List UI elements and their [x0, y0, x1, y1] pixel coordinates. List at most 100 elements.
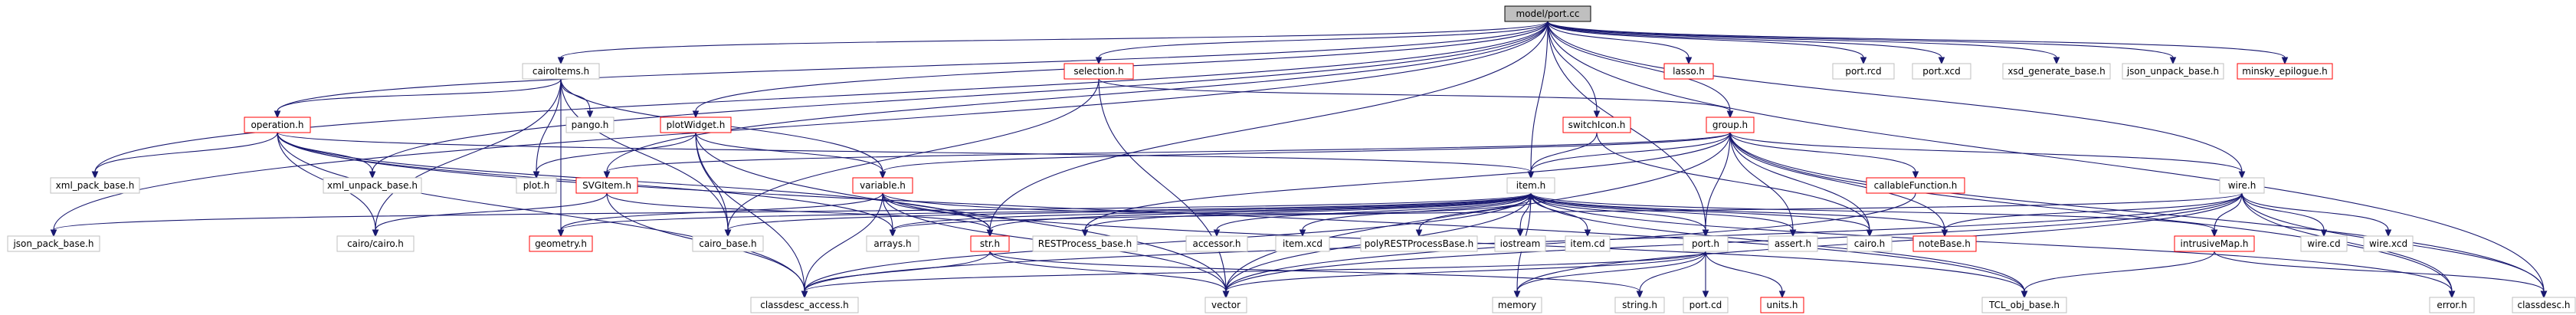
node-label: port.xcd	[1922, 66, 1961, 77]
edge-line	[804, 192, 883, 292]
node-wirexcd[interactable]: wire.xcd	[2363, 235, 2414, 252]
node-box	[866, 235, 919, 252]
node-label: minsky_epilogue.h	[2242, 66, 2328, 77]
node-portcd[interactable]: port.cd	[1683, 297, 1729, 313]
node-stringh[interactable]: string.h	[1614, 297, 1665, 313]
node-restprocess[interactable]: RESTProcess_base.h	[1032, 235, 1138, 252]
node-box	[1185, 235, 1248, 252]
node-cairocairo[interactable]: cairo/cairo.h	[336, 235, 415, 252]
edge-line	[1530, 192, 2453, 292]
node-tclobj[interactable]: TCL_obj_base.h	[1981, 297, 2067, 313]
edge-line	[1639, 251, 1706, 292]
node-errorh[interactable]: error.h	[2429, 297, 2475, 313]
node-notebase[interactable]: noteBase.h	[1912, 235, 1977, 252]
edge-line	[2214, 192, 2243, 231]
node-jsonunpack[interactable]: json_unpack_base.h	[2122, 63, 2224, 80]
node-pango[interactable]: pango.h	[565, 116, 615, 133]
node-box	[852, 177, 913, 194]
node-classdesc[interactable]: classdesc.h	[2512, 297, 2576, 313]
node-plotWidget[interactable]: plotWidget.h	[660, 116, 732, 133]
edge-line	[1530, 132, 1731, 172]
node-label: pango.h	[572, 120, 609, 130]
node-iostream[interactable]: iostream	[1494, 235, 1546, 252]
node-classdescaccess[interactable]: classdesc_access.h	[750, 297, 859, 313]
node-box	[2429, 297, 2475, 313]
edge-group-to-callable	[1729, 132, 1919, 179]
node-box	[692, 235, 764, 252]
node-minskyepi[interactable]: minsky_epilogue.h	[2237, 63, 2333, 80]
node-porth[interactable]: port.h	[1683, 235, 1729, 252]
node-box	[1204, 297, 1247, 313]
node-box	[565, 116, 615, 133]
node-label: group.h	[1712, 120, 1748, 130]
node-box	[1032, 235, 1138, 252]
node-memory[interactable]: memory	[1492, 297, 1542, 313]
node-str[interactable]: str.h	[970, 235, 1010, 252]
arrowhead-icon	[1912, 171, 1919, 179]
node-polyrest[interactable]: polyRESTProcessBase.h	[1360, 235, 1478, 252]
node-xmlpack[interactable]: xml_pack_base.h	[50, 177, 140, 194]
edge-line	[375, 192, 608, 231]
node-group[interactable]: group.h	[1706, 116, 1755, 133]
node-asserth[interactable]: assert.h	[1768, 235, 1818, 252]
node-accessor[interactable]: accessor.h	[1185, 235, 1248, 252]
node-cairoItems[interactable]: cairoItems.h	[522, 63, 600, 80]
node-wire[interactable]: wire.h	[2219, 177, 2265, 194]
node-label: memory	[1498, 300, 1536, 310]
node-variable[interactable]: variable.h	[852, 177, 913, 194]
node-itemcd[interactable]: item.cd	[1565, 235, 1611, 252]
edge-line	[1225, 251, 1706, 292]
edge-root-to-switchIcon	[1547, 21, 1601, 119]
node-lasso[interactable]: lasso.h	[1663, 63, 1714, 80]
edge-wire-to-notebase	[1941, 192, 2243, 238]
edge-line	[1547, 21, 2545, 292]
node-xmlunpack[interactable]: xml_unpack_base.h	[323, 177, 422, 194]
node-box	[522, 63, 600, 80]
node-label: units.h	[1767, 300, 1798, 310]
node-operation[interactable]: operation.h	[244, 116, 311, 133]
node-selection[interactable]: selection.h	[1064, 63, 1134, 80]
edge-line	[882, 132, 1731, 172]
node-label: intrusiveMap.h	[2181, 238, 2249, 249]
edge-line	[1530, 21, 1549, 172]
arrowhead-icon	[1415, 229, 1423, 238]
edge-line	[804, 251, 991, 292]
node-label: noteBase.h	[1919, 238, 1971, 249]
edge-line	[606, 21, 1549, 172]
node-itemxcd[interactable]: item.xcd	[1275, 235, 1330, 252]
node-cairoh[interactable]: cairo.h	[1847, 235, 1893, 252]
node-label: wire.h	[2228, 180, 2256, 191]
node-units[interactable]: units.h	[1760, 297, 1804, 313]
node-switchIcon[interactable]: switchIcon.h	[1562, 116, 1631, 133]
arrowhead-icon	[879, 171, 887, 179]
node-jsonpack[interactable]: json_pack_base.h	[7, 235, 100, 252]
arrowhead-icon	[2384, 229, 2392, 238]
arrowhead-icon	[1636, 290, 1644, 299]
node-cairobase[interactable]: cairo_base.h	[692, 235, 764, 252]
node-xsdgen[interactable]: xsd_generate_base.h	[2002, 63, 2111, 80]
node-geometry[interactable]: geometry.h	[529, 235, 593, 252]
node-arrays[interactable]: arrays.h	[866, 235, 919, 252]
edge-operation-to-classdescaccess	[277, 132, 808, 299]
node-intrusive[interactable]: intrusiveMap.h	[2174, 235, 2255, 252]
edge-line	[2241, 192, 2325, 231]
node-label: json_unpack_base.h	[2126, 66, 2219, 77]
node-label: classdesc.h	[2517, 300, 2570, 310]
node-box	[1064, 63, 1134, 80]
edge-line	[1705, 251, 1783, 292]
node-vector[interactable]: vector	[1204, 297, 1247, 313]
node-itemh[interactable]: item.h	[1506, 177, 1555, 194]
arrowhead-icon	[557, 57, 565, 65]
node-svgitem[interactable]: SVGItem.h	[575, 177, 638, 194]
edge-itemh-to-geometry	[557, 192, 1532, 238]
edge-plotWidget-to-classdescaccess	[695, 132, 808, 299]
node-wirecd[interactable]: wire.cd	[2300, 235, 2348, 252]
edge-line	[1547, 21, 1598, 112]
node-callable[interactable]: callableFunction.h	[1866, 177, 1965, 194]
node-portxcd[interactable]: port.xcd	[1912, 63, 1971, 80]
edge-line	[560, 192, 1532, 231]
edge-str-to-classdescaccess	[801, 251, 991, 299]
node-portrcd[interactable]: port.rcd	[1832, 63, 1895, 80]
node-box	[2174, 235, 2255, 252]
node-ploth[interactable]: plot.h	[516, 177, 557, 194]
